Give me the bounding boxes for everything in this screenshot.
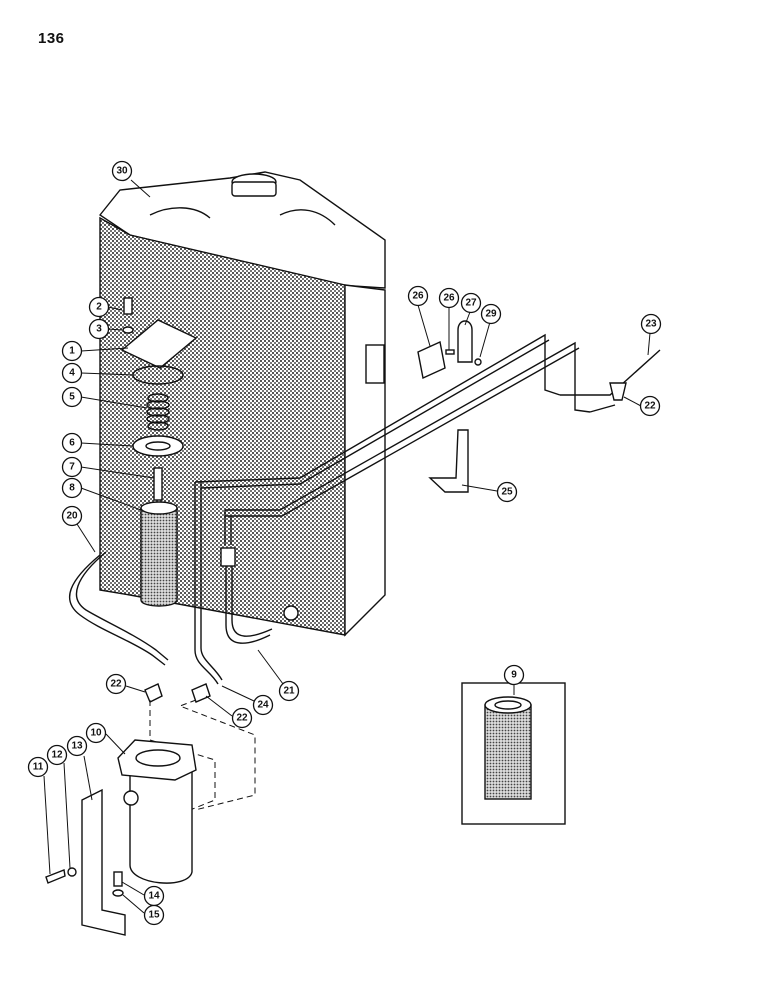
hose-20: [69, 554, 166, 666]
callout-label: 2: [96, 302, 102, 313]
callout-label: 11: [33, 762, 44, 773]
radiator-side-panel: [344, 284, 386, 637]
stud-7: [153, 467, 163, 501]
callout-label: 22: [236, 713, 248, 724]
callout-label: 9: [511, 670, 517, 681]
callout-27: 27: [460, 292, 482, 314]
callout-8: 8: [61, 477, 83, 499]
callout-6: 6: [61, 432, 83, 454]
callout-21: 21: [278, 680, 300, 702]
radiator-bracket: [365, 344, 385, 384]
radiator-drain-fitting: [283, 605, 299, 621]
callout-22-left: 22: [105, 673, 127, 695]
callout-label: 26: [412, 291, 424, 302]
callout-15: 15: [143, 904, 165, 926]
bracket-13: [81, 788, 126, 936]
callout-2: 2: [88, 296, 110, 318]
bolt-11: [45, 869, 66, 884]
callout-label: 1: [69, 346, 75, 357]
spring-5: [146, 393, 170, 431]
callout-label: 25: [501, 487, 513, 498]
callout-label: 22: [644, 401, 656, 412]
callout-label: 7: [69, 462, 75, 473]
tube-23: [225, 341, 591, 511]
fitting-22-right: [191, 683, 211, 703]
leader-lines: [43, 179, 651, 914]
callout-11: 11: [27, 756, 49, 778]
callout-23: 23: [640, 313, 662, 335]
callout-22-center: 22: [231, 707, 253, 729]
callout-label: 12: [51, 750, 63, 761]
callout-5: 5: [61, 386, 83, 408]
callout-10: 10: [85, 722, 107, 744]
clip-27: [457, 320, 473, 363]
callout-label: 29: [485, 309, 497, 320]
callout-label: 13: [71, 741, 83, 752]
callout-label: 26: [443, 293, 455, 304]
callout-label: 4: [69, 368, 75, 379]
block-26: [417, 340, 446, 380]
callout-label: 30: [116, 166, 128, 177]
callout-12: 12: [46, 744, 68, 766]
lock-washer-15: [112, 889, 124, 897]
callout-24: 24: [252, 694, 274, 716]
lock-washer-12: [67, 867, 77, 877]
filter-components: [120, 297, 198, 607]
callout-26b: 26: [438, 287, 460, 309]
callout-label: 14: [148, 891, 160, 902]
callout-13: 13: [66, 735, 88, 757]
hose-21: [225, 565, 271, 644]
callout-9: 9: [503, 664, 525, 686]
callout-label: 10: [90, 728, 102, 739]
cap-screw-14: [113, 871, 123, 887]
callout-14: 14: [143, 885, 165, 907]
callout-4: 4: [61, 362, 83, 384]
callout-label: 20: [66, 511, 78, 522]
callout-22-right: 22: [639, 395, 661, 417]
filter-element-8: [140, 507, 178, 607]
filter-cover-1: [120, 319, 198, 369]
cap-screw-2: [123, 297, 133, 315]
oil-lines: [69, 333, 661, 685]
plug-22: [609, 382, 627, 401]
callout-label: 8: [69, 483, 75, 494]
callout-label: 24: [257, 700, 269, 711]
callout-label: 23: [645, 319, 657, 330]
callout-label: 5: [69, 392, 75, 403]
callout-29: 29: [480, 303, 502, 325]
callout-label: 6: [69, 438, 75, 449]
callout-label: 27: [465, 298, 477, 309]
fitting-22-left: [144, 683, 163, 703]
callout-3: 3: [88, 318, 110, 340]
callout-20: 20: [61, 505, 83, 527]
callout-25: 25: [496, 481, 518, 503]
filter-housing-10: [117, 739, 197, 884]
callout-30: 30: [111, 160, 133, 182]
nut-29: [474, 358, 482, 366]
lock-washer-3: [122, 326, 134, 334]
tube-24: [194, 482, 219, 685]
bracket-25: [428, 429, 469, 493]
bolt-26: [445, 349, 455, 355]
callout-label: 3: [96, 324, 102, 335]
radiator-core: [99, 216, 346, 636]
callout-26a: 26: [407, 285, 429, 307]
clamp-parts: [417, 320, 627, 401]
callout-label: 15: [148, 910, 160, 921]
callout-1: 1: [61, 340, 83, 362]
callout-7: 7: [61, 456, 83, 478]
callout-label: 22: [110, 679, 122, 690]
page-number: 136: [38, 30, 65, 47]
inset-element-9: [461, 682, 566, 825]
callout-label: 21: [283, 686, 295, 697]
